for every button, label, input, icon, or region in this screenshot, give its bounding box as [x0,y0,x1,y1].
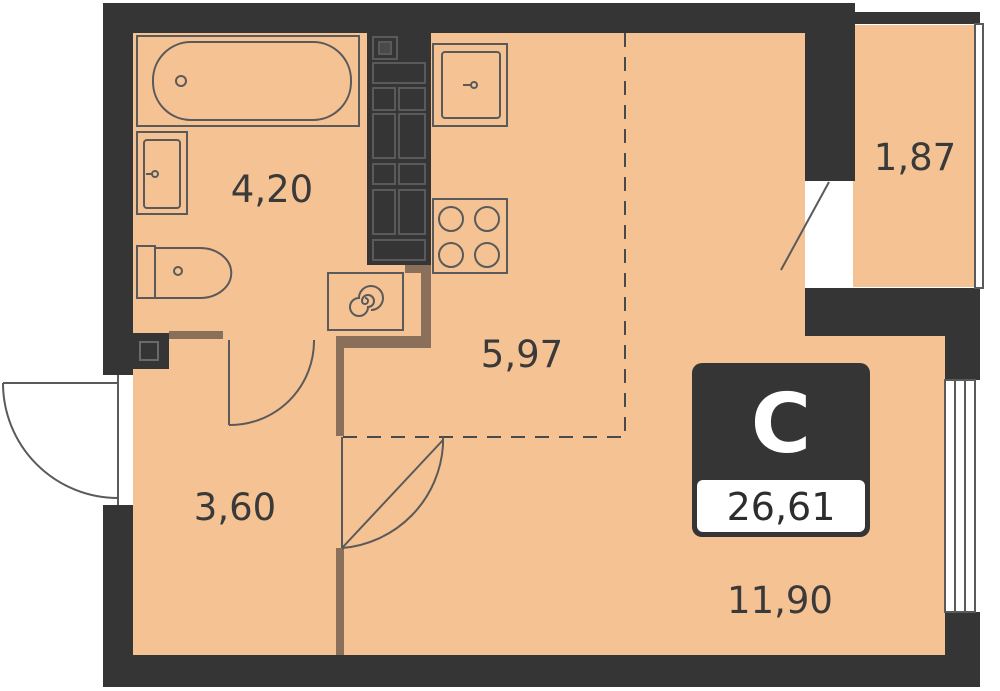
toilet-icon [136,245,233,299]
wall-balcony-top [855,12,980,24]
shaft-cell [372,36,398,60]
kitchen-sink-icon [432,43,508,127]
shaft-cell [372,87,396,111]
kitchen-area-label: 5,97 [481,333,563,376]
riser [133,333,169,369]
balcony-door [780,181,830,271]
window-living [944,379,976,613]
apartment-badge: С 26,61 [692,363,870,537]
shaft-cell [398,189,426,235]
partition-kitchen-vertical [421,265,431,345]
living-area-label: 11,90 [727,579,833,622]
wall-right-lower [945,612,980,687]
bathroom-area-label: 4,20 [231,168,313,211]
windows [944,23,984,613]
wall-right-upper [945,288,980,380]
shaft-cell [372,239,426,261]
partition-kitchen-bottom [336,336,431,348]
balcony-area-label: 1,87 [874,136,956,179]
partition-kitchen-corner [405,265,431,273]
shaft-cell [372,163,396,185]
wall-top [103,3,855,33]
partitions [169,265,431,655]
wall-left-upper [103,3,133,375]
shaft-cell [398,163,426,185]
partition-bath-bottom [169,331,223,339]
kitchen-door [341,439,444,549]
stove-icon [432,198,508,274]
apartment-type-letter: С [751,377,811,472]
hallway-area-label: 3,60 [194,486,276,529]
balcony-floor [853,25,975,287]
shaft-cell [372,189,396,235]
walls [103,3,980,687]
main-floor [133,33,805,655]
floor-fill [133,25,975,655]
wall-balcony-pier-upper [805,3,855,181]
shaft-cell [378,41,392,55]
wall-bottom [103,655,980,687]
bathroom-door [228,339,316,427]
sink-icon [136,131,188,215]
partition-hall-vertical [336,336,344,436]
riser-inner [139,341,159,361]
shaft-cell [398,87,426,111]
bathtub-icon [136,35,360,127]
shaft-cell [372,113,396,159]
entrance-door [2,375,119,505]
boiler-icon [327,272,404,331]
shaft-cell [372,62,426,84]
partition-hall-lower [336,548,344,655]
shaft-cell [398,113,426,159]
badge-area-box [697,480,865,532]
door-swings [2,181,830,549]
total-area-value: 26,61 [727,485,836,529]
window-balcony [974,23,984,289]
shaft-details [372,36,426,261]
riser-block [133,333,169,369]
kitchen-door-arc [341,437,444,549]
